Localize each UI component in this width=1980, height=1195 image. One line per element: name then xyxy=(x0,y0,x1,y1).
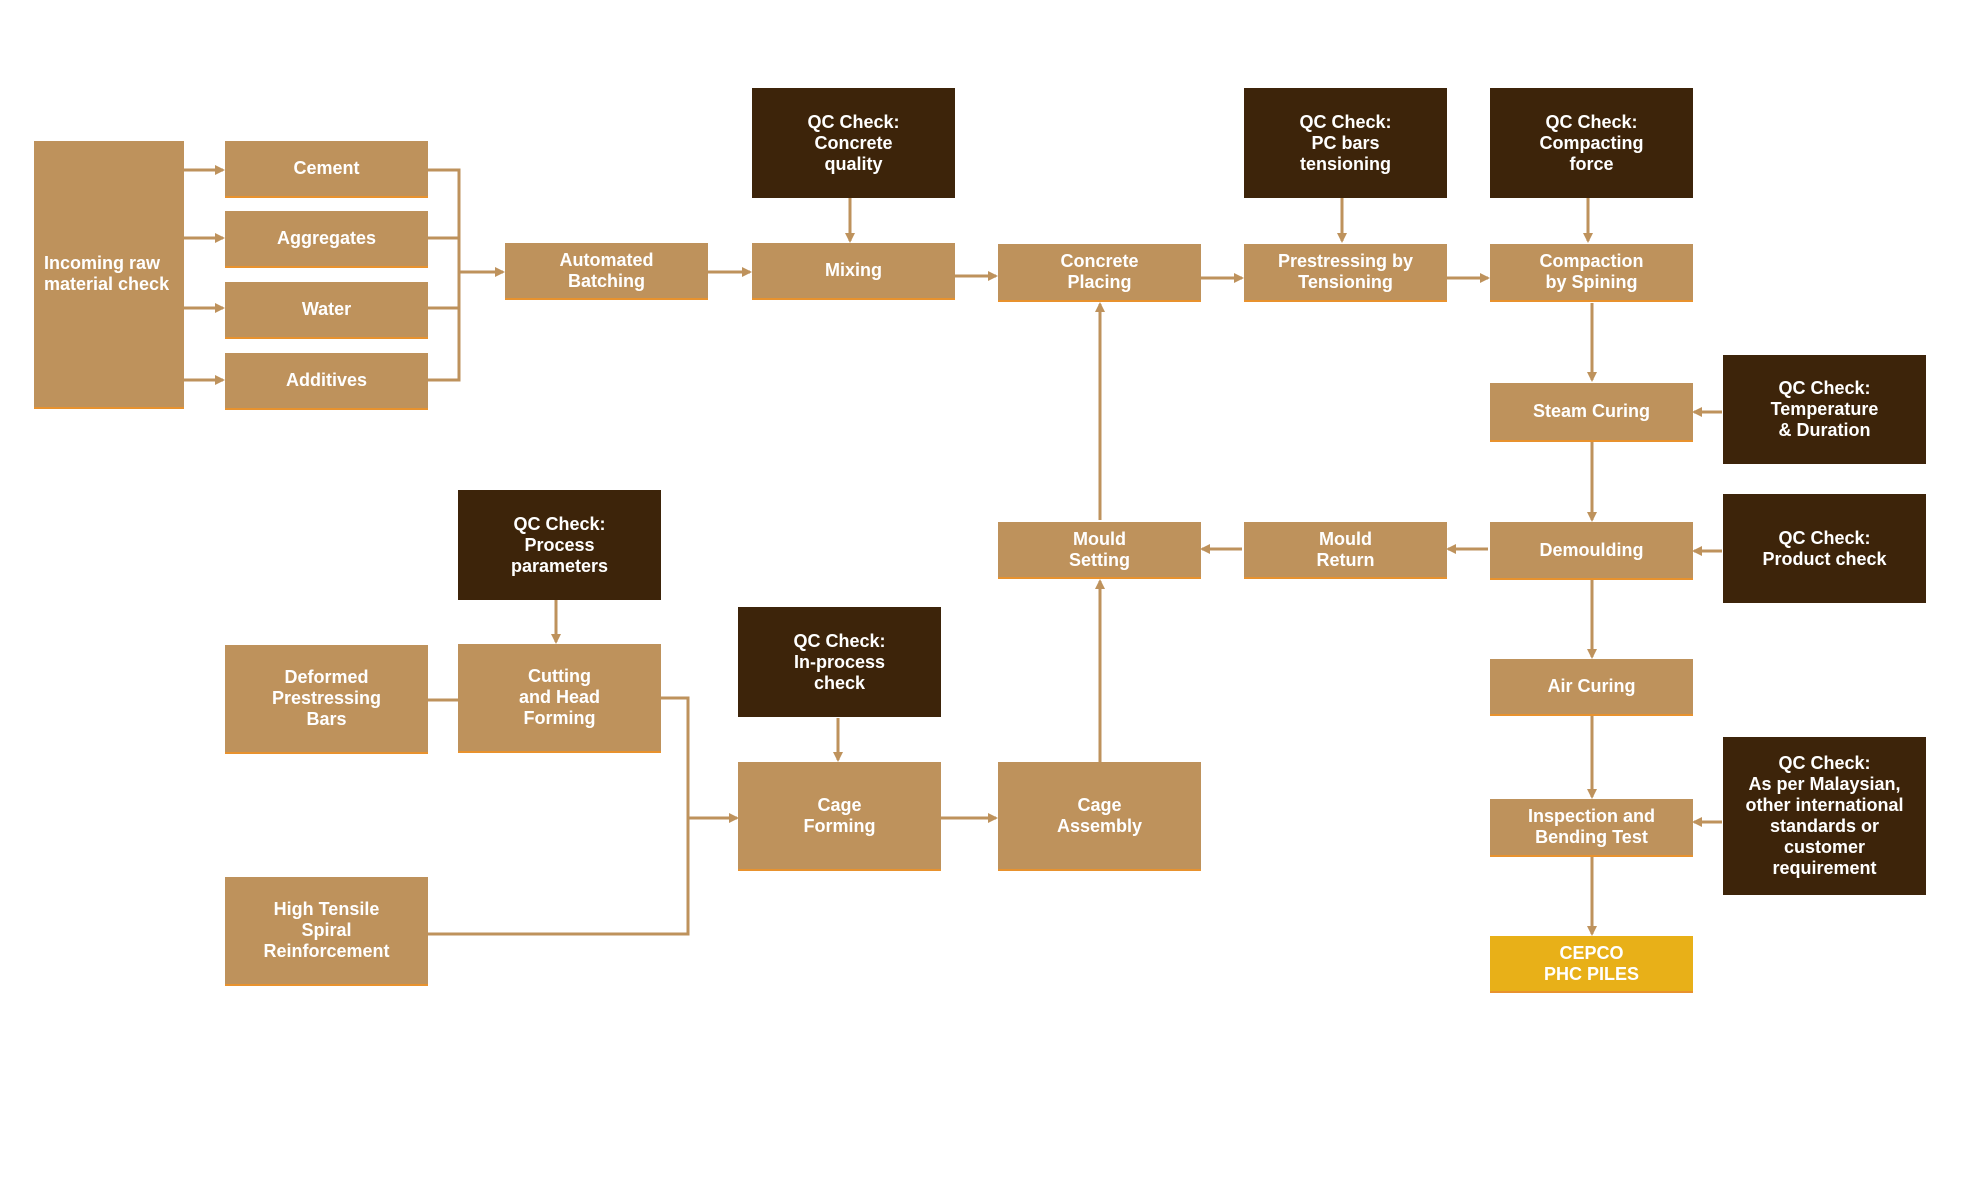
qc-temperature-box: QC Check: Temperature & Duration xyxy=(1723,355,1926,464)
concrete-placing-box: Concrete Placing xyxy=(998,244,1201,302)
water-box: Water xyxy=(225,282,428,339)
inspection-box: Inspection and Bending Test xyxy=(1490,799,1693,857)
cage-assembly-box: Cage Assembly xyxy=(998,762,1201,871)
qc-concrete-quality-box: QC Check: Concrete quality xyxy=(752,88,955,198)
qc-in-process-box: QC Check: In-process check xyxy=(738,607,941,717)
final-product-box: CEPCO PHC PILES xyxy=(1490,936,1693,993)
cutting-head-forming-box: Cutting and Head Forming xyxy=(458,644,661,753)
automated-batching-box: Automated Batching xyxy=(505,243,708,300)
cement-box: Cement xyxy=(225,141,428,198)
mould-setting-box: Mould Setting xyxy=(998,522,1201,579)
qc-compacting-box: QC Check: Compacting force xyxy=(1490,88,1693,198)
cage-forming-box: Cage Forming xyxy=(738,762,941,871)
qc-product-check-box: QC Check: Product check xyxy=(1723,494,1926,603)
qc-process-parameters-box: QC Check: Process parameters xyxy=(458,490,661,600)
mould-return-box: Mould Return xyxy=(1244,522,1447,579)
aggregates-box: Aggregates xyxy=(225,211,428,268)
spiral-reinforcement-box: High Tensile Spiral Reinforcement xyxy=(225,877,428,986)
demoulding-box: Demoulding xyxy=(1490,522,1693,580)
steam-curing-box: Steam Curing xyxy=(1490,383,1693,442)
deformed-bars-box: Deformed Prestressing Bars xyxy=(225,645,428,754)
link-cutting-merge xyxy=(427,696,690,936)
air-curing-box: Air Curing xyxy=(1490,659,1693,716)
additives-box: Additives xyxy=(225,353,428,410)
compaction-box: Compaction by Spining xyxy=(1490,244,1693,302)
prestressing-box: Prestressing by Tensioning xyxy=(1244,244,1447,302)
qc-pc-bars-box: QC Check: PC bars tensioning xyxy=(1244,88,1447,198)
merge-materials xyxy=(427,168,461,382)
qc-standards-box: QC Check: As per Malaysian, other intern… xyxy=(1723,737,1926,895)
mixing-box: Mixing xyxy=(752,243,955,300)
incoming-raw-material-box: Incoming raw material check xyxy=(34,141,184,409)
